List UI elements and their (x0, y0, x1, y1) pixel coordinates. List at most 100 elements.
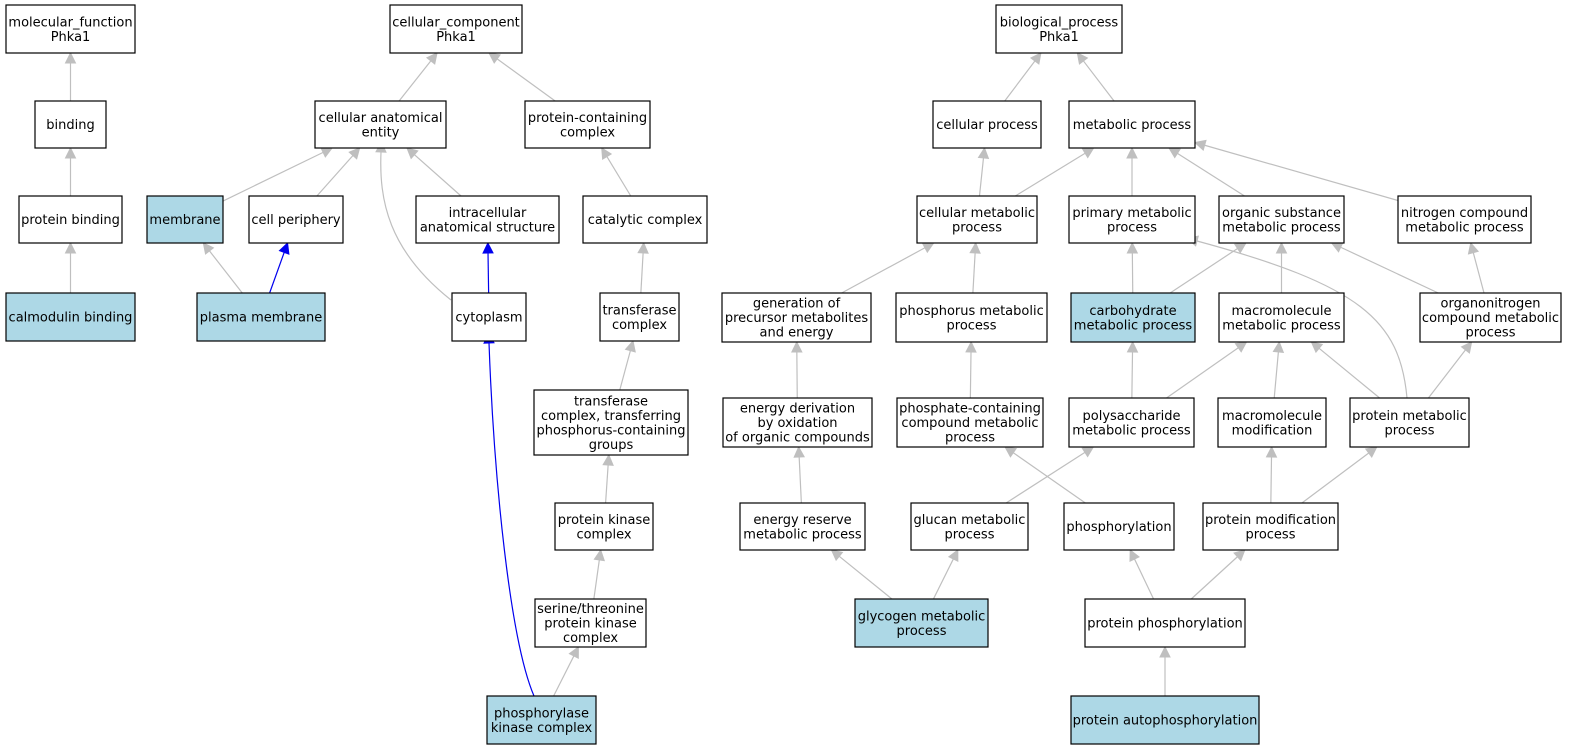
edge-organonitrogen-to-organic-substance-metabolic-process (1330, 242, 1439, 294)
node-metabolic-process[interactable]: metabolic process (1068, 100, 1196, 149)
node-label-line: compound metabolic (1422, 311, 1559, 326)
node-catalytic-complex[interactable]: catalytic complex (582, 195, 708, 244)
node-label-line: groups (589, 438, 634, 453)
node-box (582, 195, 708, 244)
node-label-line: transferase (574, 394, 648, 409)
node-label-line: process (1107, 220, 1157, 235)
node-box (314, 100, 447, 149)
node-cell-periphery[interactable]: cell periphery (248, 195, 344, 244)
edge-protein-containing-complex-to-cc-root (488, 52, 556, 102)
node-label-line: catalytic complex (588, 213, 703, 228)
node-label-line: phosphorus-containing (536, 423, 685, 438)
node-box (5, 4, 136, 54)
node-phosphorylation[interactable]: phosphorylation (1063, 502, 1175, 551)
node-membrane[interactable]: membrane (146, 195, 224, 244)
node-box (910, 502, 1029, 551)
arrowhead (425, 52, 438, 65)
node-cytoplasm[interactable]: cytoplasm (451, 292, 527, 342)
edge-protein-metabolic-process-to-macromolecule-metabolic-process (1310, 341, 1381, 399)
node-protein-phosphorylation[interactable]: protein phosphorylation (1084, 598, 1246, 648)
node-label-line: metabolic process (743, 527, 862, 542)
node-label-line: carbohydrate (1089, 304, 1176, 319)
node-box (721, 292, 872, 343)
edge-organic-substance-metabolic-process-to-metabolic-process (1168, 147, 1245, 197)
node-label-line: and energy (760, 326, 834, 341)
node-label-line: membrane (149, 213, 220, 228)
node-label-line: protein phosphorylation (1087, 617, 1243, 632)
node-plasma-membrane[interactable]: plasma membrane (196, 292, 326, 342)
node-calmodulin-binding[interactable]: calmodulin binding (5, 292, 136, 342)
node-label-line: nitrogen compound (1401, 206, 1528, 221)
node-protein-autophosphorylation[interactable]: protein autophosphorylation (1070, 695, 1260, 745)
node-label-line: Phka1 (51, 30, 91, 45)
node-label-line: biological_process (1000, 15, 1119, 30)
node-cellular-process[interactable]: cellular process (932, 100, 1042, 149)
node-label-line: plasma membrane (200, 311, 323, 326)
node-label-line: cellular process (936, 118, 1038, 133)
edge-cellular-process-to-bp-root (1004, 52, 1042, 102)
node-binding[interactable]: binding (34, 100, 107, 149)
arrowhead (601, 147, 613, 160)
node-label-line: protein-containing (528, 111, 647, 126)
node-label-line: calmodulin binding (9, 311, 133, 326)
node-box (248, 195, 344, 244)
node-box (389, 4, 523, 54)
arrowhead (202, 242, 215, 255)
arrowhead (969, 241, 981, 254)
edge-nitrogen-compound-metabolic-process-to-metabolic-process (1193, 139, 1399, 202)
node-box (1070, 292, 1196, 343)
edge-protein-kinase-complex-to-transferase-complex-p (602, 453, 614, 504)
node-label-line: by oxidation (757, 416, 837, 431)
node-box (524, 100, 651, 149)
node-label-line: process (952, 220, 1002, 235)
arrowhead (320, 147, 334, 158)
arrowhead (1460, 341, 1473, 354)
node-label-line: energy reserve (753, 513, 851, 528)
edge-cytoplasm-to-intracellular-anatomical-structure (482, 241, 494, 294)
node-label-line: process (1385, 423, 1435, 438)
edge-protein-modification-process-to-protein-metabolic-process (1301, 446, 1378, 504)
edge-phosphorylation-to-phosphate-containing (1004, 446, 1086, 504)
node-label-line: complex, transferring (541, 409, 681, 424)
node-label-line: glucan metabolic (914, 513, 1026, 528)
node-protein-binding[interactable]: protein binding (18, 195, 123, 244)
node-label-line: macromolecule (1231, 304, 1331, 319)
node-label-line: phosphate-containing (899, 402, 1041, 417)
arrowhead (1076, 52, 1089, 65)
arrowhead (1126, 146, 1138, 159)
edge-phosphorus-metabolic-process-to-cellular-metabolic-process (969, 241, 981, 294)
node-box (1217, 397, 1327, 448)
node-box (18, 195, 123, 244)
node-label-line: phosphorylase (494, 706, 589, 721)
node-box (5, 292, 136, 342)
